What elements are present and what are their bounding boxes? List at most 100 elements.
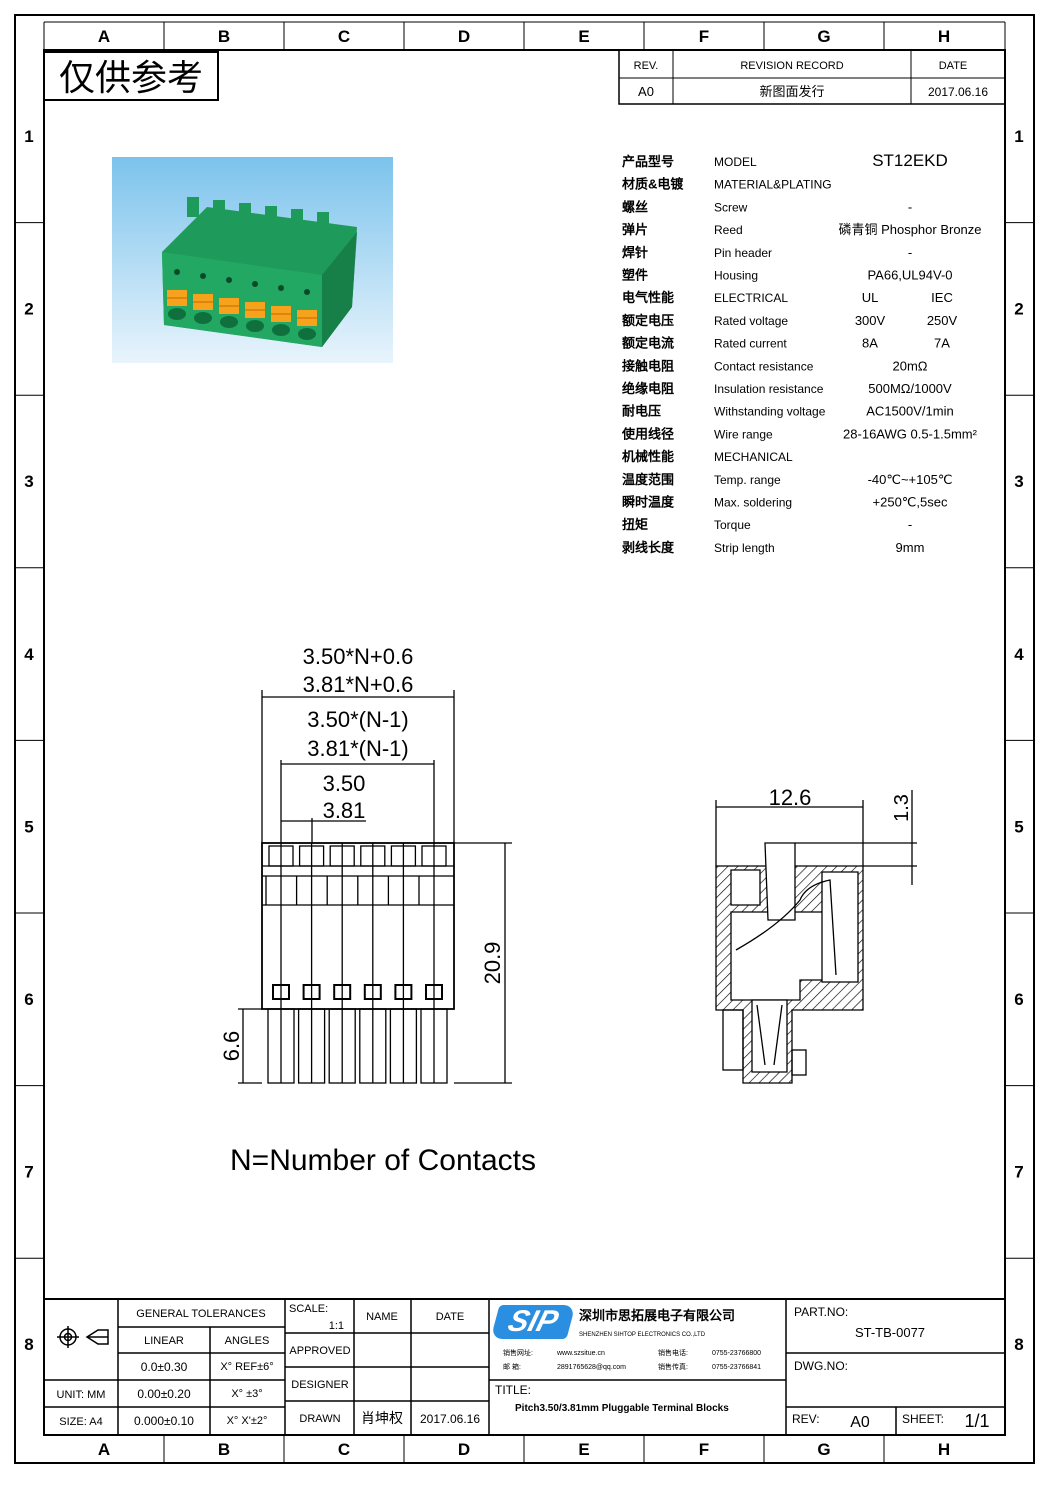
spec-en-label: MODEL	[714, 155, 757, 169]
product-photo	[112, 157, 393, 363]
spec-cn-label: 扭矩	[622, 517, 648, 532]
spec-cn-label: 弹片	[622, 222, 648, 237]
title-block-text: GENERAL TOLERANCES LINEAR ANGLES 0.0±0.3…	[57, 1303, 990, 1431]
spec-value: -	[908, 517, 912, 532]
scale-label: SCALE:	[289, 1303, 328, 1315]
grid-row-label: 8	[24, 1335, 33, 1354]
grid-row-label: 3	[1014, 472, 1023, 491]
spec-en-label: Reed	[714, 223, 743, 237]
dim-pitch-a: 3.50	[323, 771, 366, 796]
spec-ul-value: 8A	[862, 336, 878, 351]
spec-en-label: Withstanding voltage	[714, 405, 826, 419]
linear-label: LINEAR	[144, 1335, 184, 1347]
spec-en-label: Screw	[714, 200, 748, 214]
spec-cn-label: 耐电压	[622, 404, 661, 419]
title-label: TITLE:	[495, 1383, 531, 1397]
contact-value: www.szsitue.cn	[556, 1350, 605, 1357]
grid-column-label: F	[699, 1440, 709, 1459]
grid-column-label: F	[699, 27, 709, 46]
spec-iec-value: IEC	[931, 290, 953, 305]
date-header: DATE	[436, 1311, 465, 1323]
spec-value: 500MΩ/1000V	[868, 381, 952, 396]
spec-en-label: Contact resistance	[714, 359, 814, 373]
terminal-block-image	[162, 197, 357, 347]
tol-linear: 0.000±0.10	[134, 1414, 194, 1428]
grid-row-label: 7	[1014, 1163, 1023, 1182]
grid-row-label: 6	[24, 990, 33, 1009]
tol-angle: X° REF±6°	[220, 1361, 273, 1373]
rev-header: REV.	[634, 60, 659, 72]
logo-text: SIP	[504, 1305, 562, 1338]
spec-value: 20mΩ	[892, 358, 927, 373]
grid-column-label: D	[458, 27, 470, 46]
grid-row-label: 1	[1014, 127, 1023, 146]
spec-value: AC1500V/1min	[866, 404, 953, 419]
spec-cn-label: 螺丝	[622, 199, 648, 214]
spec-en-label: Rated voltage	[714, 314, 788, 328]
stamp-text: 仅供参考	[59, 57, 203, 98]
spec-en-label: Max. soldering	[714, 496, 792, 510]
contact-value: 0755-23766800	[712, 1350, 761, 1357]
grid-row-label: 2	[24, 300, 33, 319]
part-no-label: PART.NO:	[794, 1305, 848, 1319]
dim-overall-a: 3.50*N+0.6	[303, 644, 414, 669]
contact-value: 2891765628@qq.com	[557, 1364, 626, 1371]
grid-column-label: H	[938, 27, 950, 46]
spec-ul-value: UL	[862, 290, 879, 305]
spec-value: -40℃~+105℃	[868, 472, 953, 487]
company-en: SHENZHEN SIHTOP ELECTRONICS CO.,LTD	[579, 1332, 706, 1338]
dim-depth: 12.6	[769, 785, 812, 810]
spec-value: 磷青铜 Phosphor Bronze	[838, 222, 981, 237]
dim-span-b: 3.81*(N-1)	[307, 736, 408, 761]
spec-cn-label: 电气性能	[622, 290, 674, 305]
spec-cn-label: 额定电流	[622, 336, 674, 351]
grid-row-label: 7	[24, 1163, 33, 1182]
grid-row-label: 2	[1014, 300, 1023, 319]
spec-en-label: Housing	[714, 269, 758, 283]
spec-cn-label: 机械性能	[622, 449, 674, 464]
contact-label: 销售电话:	[658, 1348, 688, 1357]
tol-linear: 0.00±0.20	[137, 1387, 191, 1401]
general-tolerances-label: GENERAL TOLERANCES	[136, 1308, 265, 1320]
spec-value: -	[908, 199, 912, 214]
sheet-frame	[14, 14, 1035, 1464]
grid-row-label: 1	[24, 127, 33, 146]
contact-label: 邮 箱:	[503, 1362, 521, 1371]
projection-symbol-icon	[57, 1326, 109, 1348]
contact-label: 销售网址:	[503, 1348, 533, 1357]
drawn-name: 肖坤权	[361, 1410, 403, 1426]
spec-value: PA66,UL94V-0	[867, 268, 952, 283]
spec-en-label: MECHANICAL	[714, 450, 793, 464]
company-logo: SIP	[490, 1305, 576, 1339]
spec-cn-label: 额定电压	[622, 313, 674, 328]
spec-value: -	[908, 245, 912, 260]
spec-cn-label: 产品型号	[622, 154, 674, 169]
spec-en-label: Strip length	[714, 541, 775, 555]
drawn-label: DRAWN	[299, 1413, 340, 1425]
spec-iec-value: 250V	[927, 313, 958, 328]
name-header: NAME	[366, 1311, 398, 1323]
spec-en-label: Wire range	[714, 427, 773, 441]
scale-value: 1:1	[329, 1320, 344, 1332]
grid-column-label: C	[338, 1440, 350, 1459]
grid-row-label: 4	[1014, 645, 1024, 664]
sheet-label: SHEET:	[902, 1412, 944, 1426]
spec-en-label: Rated current	[714, 337, 787, 351]
tol-angle: X° ±3°	[231, 1388, 262, 1400]
spec-cn-label: 使用线径	[621, 426, 674, 441]
record-entry: 新图面发行	[759, 84, 824, 99]
spec-value: 9mm	[896, 540, 925, 555]
stamp-box	[43, 51, 219, 101]
grid-row-label: 6	[1014, 990, 1023, 1009]
grid-column-label: D	[458, 1440, 470, 1459]
grid-column-label: E	[578, 27, 589, 46]
grid-column-label: G	[817, 1440, 830, 1459]
contact-label: 销售传真:	[658, 1362, 688, 1371]
spec-cn-label: 材质&电镀	[622, 177, 684, 192]
dim-offset: 1.3	[891, 794, 913, 822]
spec-value: 28-16AWG 0.5-1.5mm²	[843, 426, 978, 441]
grid-row-label: 3	[24, 472, 33, 491]
designer-label: DESIGNER	[291, 1379, 349, 1391]
revision-table: REV. REVISION RECORD DATE A0 新图面发行 2017.…	[618, 49, 1006, 105]
